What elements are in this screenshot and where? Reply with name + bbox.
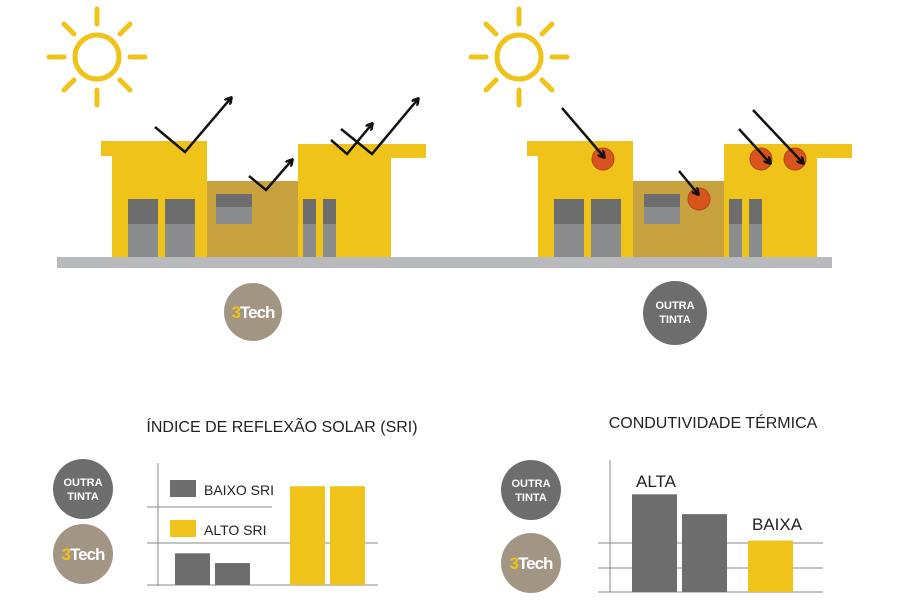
reflected-ray-arrows bbox=[154, 98, 418, 192]
label-baixa: BAIXA bbox=[752, 515, 803, 534]
svg-text:3Tech: 3Tech bbox=[510, 554, 554, 573]
legend-label-baixo: BAIXO SRI bbox=[204, 482, 274, 498]
svg-text:OUTRA: OUTRA bbox=[655, 300, 694, 312]
sun-icon-right bbox=[468, 6, 570, 108]
svg-text:TINTA: TINTA bbox=[659, 314, 691, 326]
bar-0-0 bbox=[175, 553, 210, 585]
svg-text:TINTA: TINTA bbox=[515, 492, 547, 504]
absorbed-ray-arrows bbox=[561, 107, 803, 194]
bar-1-1 bbox=[330, 486, 365, 585]
label-alta: ALTA bbox=[636, 472, 677, 491]
chart-sri: ÍNDICE DE REFLEXÃO SOLAR (SRI) BAIXO SRI… bbox=[146, 416, 418, 586]
bar-0-1 bbox=[215, 563, 250, 585]
logo-3tech-scene: 3Tech bbox=[224, 283, 282, 341]
ground bbox=[57, 257, 832, 268]
bar-1-0 bbox=[290, 486, 325, 585]
bar-0-0 bbox=[632, 494, 677, 592]
legend-label-alto: ALTO SRI bbox=[204, 522, 267, 538]
logo-outra-tinta-scene: OUTRA TINTA bbox=[643, 281, 707, 345]
sun-icon-left bbox=[46, 6, 148, 108]
chart-thermal-title: CONDUTIVIDADE TÉRMICA bbox=[609, 413, 818, 432]
svg-text:3Tech: 3Tech bbox=[62, 545, 106, 564]
svg-text:OUTRA: OUTRA bbox=[511, 478, 550, 490]
chart-sri-logos: OUTRA TINTA 3Tech bbox=[53, 459, 113, 584]
svg-text:OUTRA: OUTRA bbox=[63, 477, 102, 489]
legend-swatch-alto bbox=[170, 520, 196, 537]
svg-text:3Tech: 3Tech bbox=[232, 303, 276, 322]
chart-sri-title: ÍNDICE DE REFLEXÃO SOLAR (SRI) bbox=[146, 416, 417, 436]
legend-swatch-baixo bbox=[170, 480, 196, 497]
bar-1-0 bbox=[748, 540, 793, 592]
chart-thermal: CONDUTIVIDADE TÉRMICA ALTA BAIXA bbox=[598, 413, 823, 593]
bar-0-1 bbox=[682, 514, 727, 592]
house-group-3tech bbox=[101, 141, 426, 257]
house-group-outra-tinta bbox=[527, 141, 852, 257]
svg-text:TINTA: TINTA bbox=[67, 491, 99, 503]
chart-thermal-logos: OUTRA TINTA 3Tech bbox=[501, 460, 561, 593]
